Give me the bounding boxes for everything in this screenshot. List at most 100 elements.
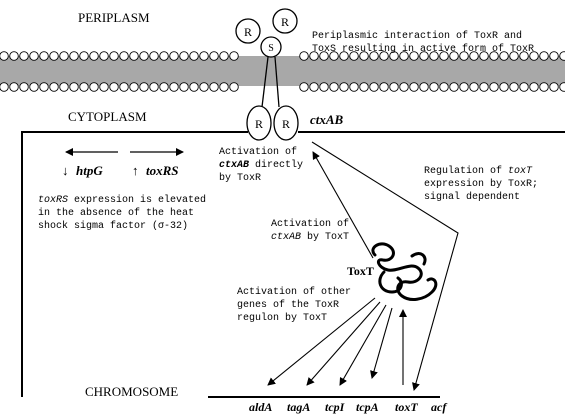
gene-label: toxT (395, 400, 418, 414)
lipid-head (139, 51, 149, 61)
lipid-head (299, 82, 309, 92)
lipid-head (449, 51, 459, 61)
lipid-head (219, 51, 229, 61)
membrane-core (0, 56, 565, 86)
lipid-head (159, 82, 169, 92)
toxr-protein-circle (272, 8, 298, 34)
lipid-head (469, 82, 479, 92)
cell-membrane (0, 51, 565, 92)
lipid-head (539, 51, 549, 61)
lipid-head (319, 51, 329, 61)
toxs-protein-circle (260, 36, 282, 58)
toxr-protein-oval (246, 105, 272, 141)
lipid-head (549, 51, 559, 61)
toxt-label: ToxT (347, 264, 374, 278)
lipid-head (79, 51, 89, 61)
lipid-head (399, 51, 409, 61)
lipid-head (369, 51, 379, 61)
lipid-head (179, 82, 189, 92)
lipid-head (439, 51, 449, 61)
regulation-toxt-line1: Regulation of toxT (424, 165, 533, 177)
regulatory-arrows (267, 141, 459, 391)
lipid-head (329, 82, 339, 92)
lipid-head (379, 82, 389, 92)
toxr-label: R (281, 15, 289, 29)
lipid-head (79, 82, 89, 92)
lipid-head (19, 82, 29, 92)
lipid-head (29, 51, 39, 61)
lipid-head (119, 82, 129, 92)
lipid-head (189, 51, 199, 61)
cell-boundary (21, 131, 565, 397)
lipid-head (329, 51, 339, 61)
lipid-head (59, 82, 69, 92)
lipid-head (99, 82, 109, 92)
lipid-head (449, 82, 459, 92)
lipid-head (29, 82, 39, 92)
lipid-head (69, 82, 79, 92)
lipid-head (339, 82, 349, 92)
activation-direct-line3: by ToxR (219, 172, 261, 184)
lipid-head (499, 51, 509, 61)
gene-label: tcpI (325, 400, 346, 414)
lipid-head (469, 51, 479, 61)
arrow-toxt-to-ctxab (312, 151, 374, 259)
regulation-toxt-line3: signal dependent (424, 191, 520, 203)
membrane-inner-beads (0, 82, 565, 92)
transmembrane-stalk (261, 56, 280, 108)
lipid-head (109, 82, 119, 92)
lipid-head (139, 82, 149, 92)
lipid-head (529, 51, 539, 61)
periplasm-label: PERIPLASM (78, 10, 150, 25)
arrow-toxt-to-taga (306, 301, 381, 386)
arrow-toxt-to-tcpa (370, 307, 393, 379)
lipid-head (179, 51, 189, 61)
lipid-head (439, 82, 449, 92)
activation-direct-line1: Activation of (219, 146, 297, 158)
lipid-head (559, 51, 565, 61)
lipid-head (99, 51, 109, 61)
activation-other-line3: regulon by ToxT (237, 312, 327, 324)
lipid-head (369, 82, 379, 92)
lipid-head (549, 82, 559, 92)
lipid-head (9, 51, 19, 61)
lipid-head (0, 51, 9, 61)
lipid-head (189, 82, 199, 92)
periplasm-note-line1: Periplasmic interaction of ToxR and (312, 30, 522, 42)
lipid-head (379, 51, 389, 61)
lipid-head (9, 82, 19, 92)
lipid-head (499, 82, 509, 92)
lipid-head (319, 82, 329, 92)
lipid-head (49, 51, 59, 61)
membrane-outer-beads (0, 51, 565, 61)
toxt-protein-glyph (371, 242, 438, 301)
htpg-gene: htpG (76, 163, 103, 178)
lipid-head (419, 51, 429, 61)
heat-shock-note-line2: in the absence of the heat (38, 207, 194, 219)
lipid-head (509, 51, 519, 61)
lipid-head (89, 82, 99, 92)
arrow-toxt-to-tcpi (339, 304, 387, 386)
lipid-head (229, 51, 239, 61)
arrow-toxt-to-alda (267, 297, 376, 386)
lipid-head (559, 82, 565, 92)
lipid-head (169, 82, 179, 92)
toxr-dimer-cytoplasm (246, 105, 299, 141)
toxs-label: S (268, 43, 274, 54)
lipid-head (519, 82, 529, 92)
lipid-head (59, 51, 69, 61)
arrow-up-symbol: ↑ (132, 163, 139, 178)
lipid-head (359, 51, 369, 61)
lipid-head (149, 51, 159, 61)
arrow-down-symbol: ↓ (62, 163, 69, 178)
lipid-head (479, 51, 489, 61)
lipid-head (389, 82, 399, 92)
lipid-head (459, 82, 469, 92)
lipid-head (419, 82, 429, 92)
activation-other-line2: genes of the ToxR (237, 299, 339, 311)
lipid-head (129, 82, 139, 92)
lipid-head (109, 51, 119, 61)
lipid-head (159, 51, 169, 61)
lipid-head (429, 51, 439, 61)
gene-labels: aldA tagA tcpI tcpA toxT acf (249, 400, 447, 414)
